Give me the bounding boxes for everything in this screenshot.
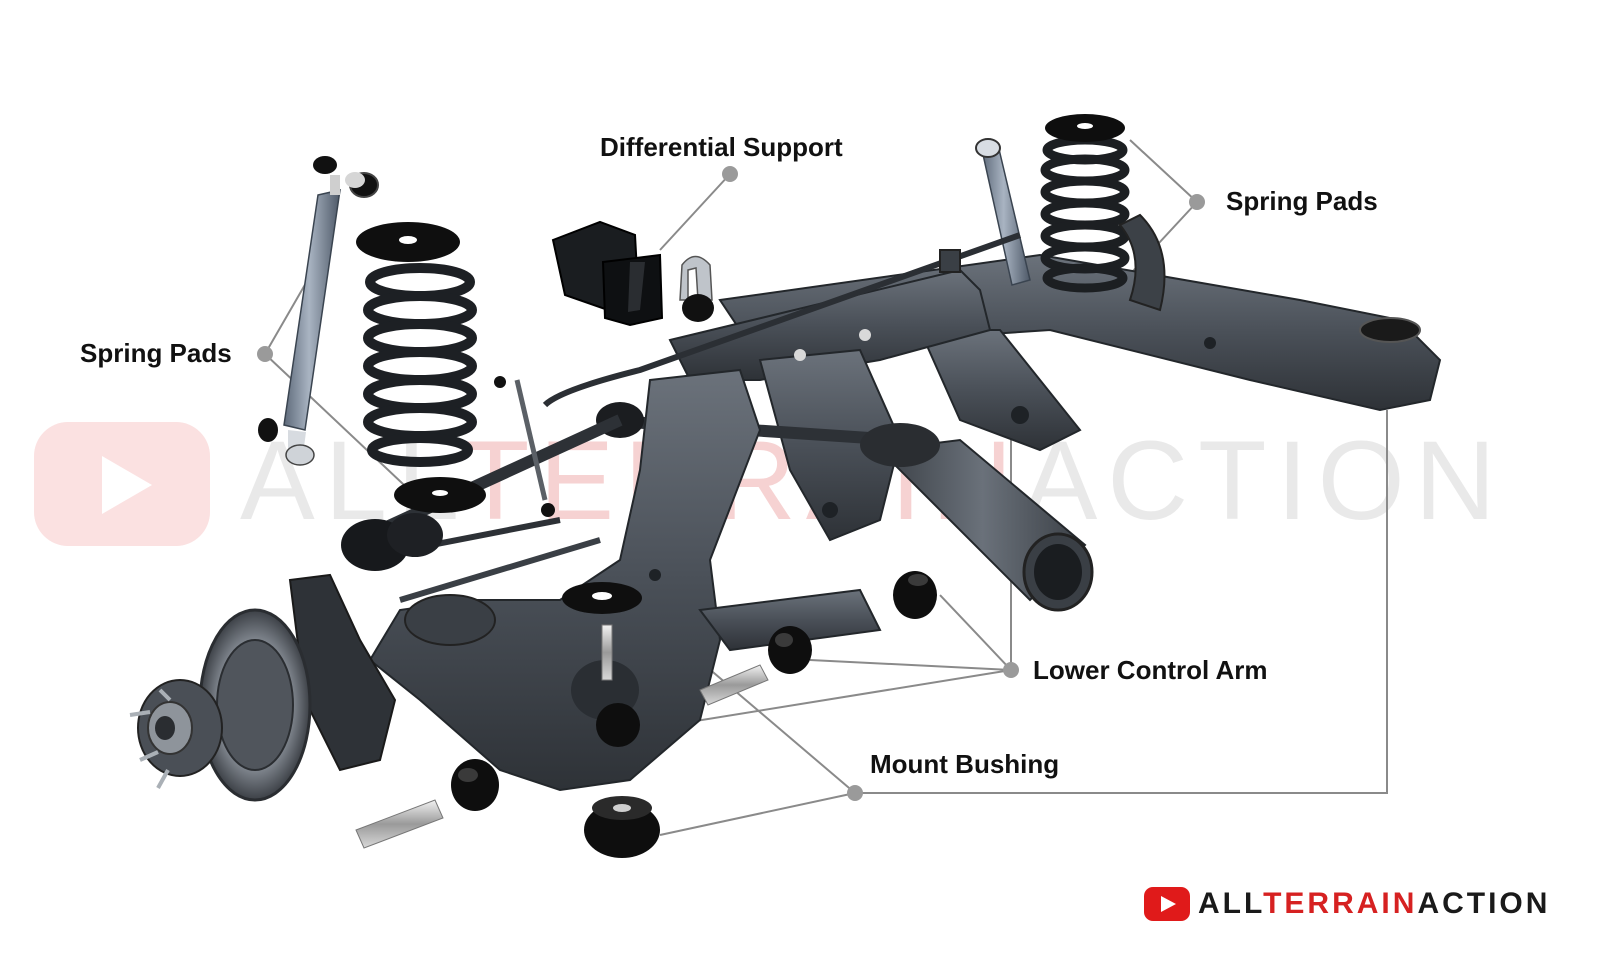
left-shock [258,156,379,466]
brake-rotor [198,608,312,802]
bushing-upper-right [893,571,937,619]
label-spring-pads-right: Spring Pads [1226,186,1378,216]
label-differential-support: Differential Support [600,132,843,162]
crossmember-tube [877,438,1094,612]
mount-bushing-bottom [584,796,660,858]
leader-lower-control-arm [639,440,1012,731]
dot-differential [722,166,738,182]
brand-logo: ALLTERRAINACTION [1144,884,1550,924]
left-spring-pad-bottom [394,477,486,513]
drive-shaft-lower [341,414,623,571]
right-spring [1040,135,1130,293]
sleeve-bolts [355,624,769,849]
play-button-icon [1144,887,1190,921]
leader-differential [659,173,731,251]
stabilizer-clamp [939,249,961,273]
stabilizer-end-link [494,376,555,517]
right-hub-plate [1118,213,1166,312]
label-lower-control-arm: Lower Control Arm [1033,655,1268,685]
bushing-arm [596,703,640,747]
mount-bushing-top [562,582,642,614]
brand-wordmark: ALLTERRAINACTION [1198,887,1551,920]
dot-spring-pads-right [1189,194,1205,210]
dot-lower-control-arm [1003,662,1019,678]
left-spring [363,263,477,467]
dot-mount-bushing [847,785,863,801]
bushing-lower [451,759,499,811]
left-spring-pad-top [356,222,460,262]
bushings [451,571,937,858]
label-mount-bushing: Mount Bushing [870,749,1060,779]
toe-link [399,537,601,603]
label-spring-pads-left: Spring Pads [80,338,232,368]
leader-dots [257,166,1205,801]
bushing-middle [768,626,812,674]
right-spring-pad-top [1045,114,1125,142]
watermark-play-icon [34,422,210,546]
wheel-hub [129,679,223,789]
dot-spring-pads-left [257,346,273,362]
stabilizer-bar [542,232,1022,408]
differential-support-brackets [551,220,714,327]
